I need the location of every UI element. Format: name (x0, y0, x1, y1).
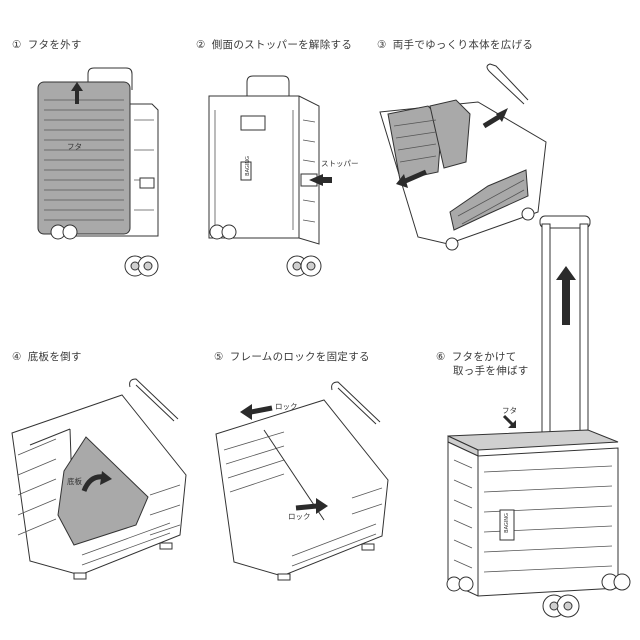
step-4-illustration (10, 375, 205, 585)
step-5-illustration (212, 380, 402, 585)
step-5-text: フレームのロックを固定する (230, 351, 370, 363)
step-6-illustration (440, 210, 635, 620)
side-stopper (140, 178, 154, 188)
cart-handle (487, 64, 528, 104)
step-5-number: ⑤ (214, 351, 224, 363)
callout-lock-bottom: ロック (288, 511, 311, 522)
step-2-number: ② (196, 39, 206, 51)
callout-bottom-board: 底板 (67, 476, 82, 487)
step-5-label: ⑤ フレームのロックを固定する (214, 349, 370, 364)
step-4-text: 底板を倒す (28, 351, 82, 363)
callout-stopper: ストッパー (321, 158, 359, 169)
cart-body (448, 442, 618, 596)
step-1-illustration (30, 60, 180, 290)
brand-text-step6: BAGING (504, 513, 510, 533)
lid-panel (448, 430, 618, 450)
step-4-number: ④ (12, 351, 22, 363)
callout-lock-top: ロック (275, 401, 298, 412)
brand-text-step2: BAGING (245, 156, 251, 176)
step-3-number: ③ (377, 39, 387, 51)
lid-panel (38, 82, 130, 234)
lid-pointer-arrow-icon (500, 414, 520, 434)
step-2-illustration (205, 70, 340, 290)
step-3-label: ③ 両手でゆっくり本体を広げる (377, 37, 533, 52)
cart-handle (332, 382, 380, 424)
step-4-label: ④ 底板を倒す (12, 349, 82, 364)
step-1-number: ① (12, 39, 22, 51)
step-3-text: 両手でゆっくり本体を広げる (393, 39, 533, 51)
step-1-label: ① フタを外す (12, 37, 82, 52)
step-2-text: 側面のストッパーを解除する (212, 39, 352, 51)
extend-arrow-icon (556, 266, 576, 325)
step-2-label: ② 側面のストッパーを解除する (196, 37, 352, 52)
step-1-text: フタを外す (28, 39, 82, 51)
callout-lid-step1: フタ (67, 141, 82, 152)
